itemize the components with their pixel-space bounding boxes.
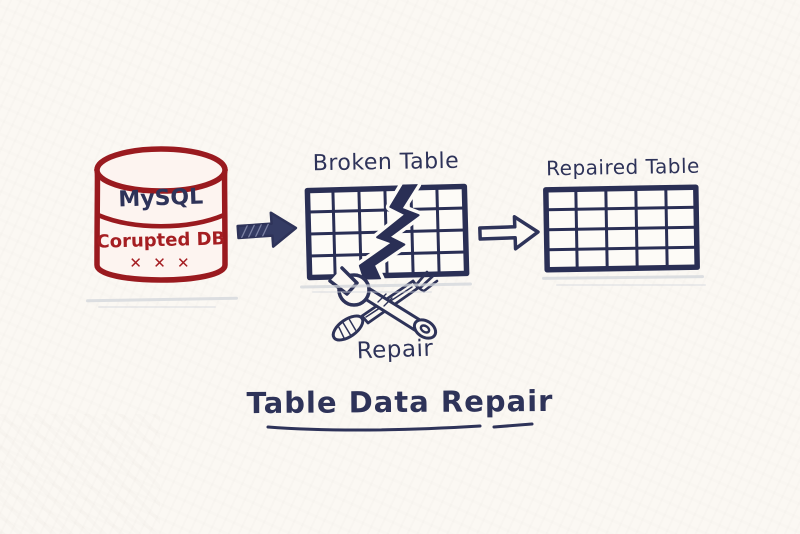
- wrench-icon: [328, 266, 438, 340]
- broken-table-icon: [304, 182, 470, 282]
- diagram-title: Table Data Repair: [246, 383, 554, 421]
- repaired-table-shadow: [541, 275, 705, 280]
- table-crack-icon: [358, 183, 420, 281]
- repair-label: Repair: [356, 335, 434, 365]
- database-name-label: MySQL: [118, 185, 204, 213]
- repaired-table-grid: [546, 188, 697, 269]
- database-top: [94, 146, 228, 194]
- database-status-label: Corupted DB: [96, 228, 225, 252]
- broken-table-shadow: [312, 291, 432, 293]
- database-error-marks: ✕ ✕ ✕: [129, 254, 192, 272]
- arrow-right-filled-icon: [236, 211, 298, 248]
- broken-table-label: Broken Table: [312, 148, 460, 177]
- repaired-table-shadow: [556, 284, 706, 286]
- database-shadow: [98, 306, 216, 308]
- wrench-and-fork-tools-icon: [328, 266, 439, 342]
- arrow-right-outline-icon: [478, 215, 540, 251]
- repaired-table-label: Repaired Table: [545, 153, 701, 181]
- repaired-table-icon: [543, 184, 700, 273]
- mysql-database-icon: MySQL Corupted DB ✕ ✕ ✕: [94, 146, 228, 283]
- database-divider: [95, 212, 227, 229]
- title-underline: [266, 422, 534, 432]
